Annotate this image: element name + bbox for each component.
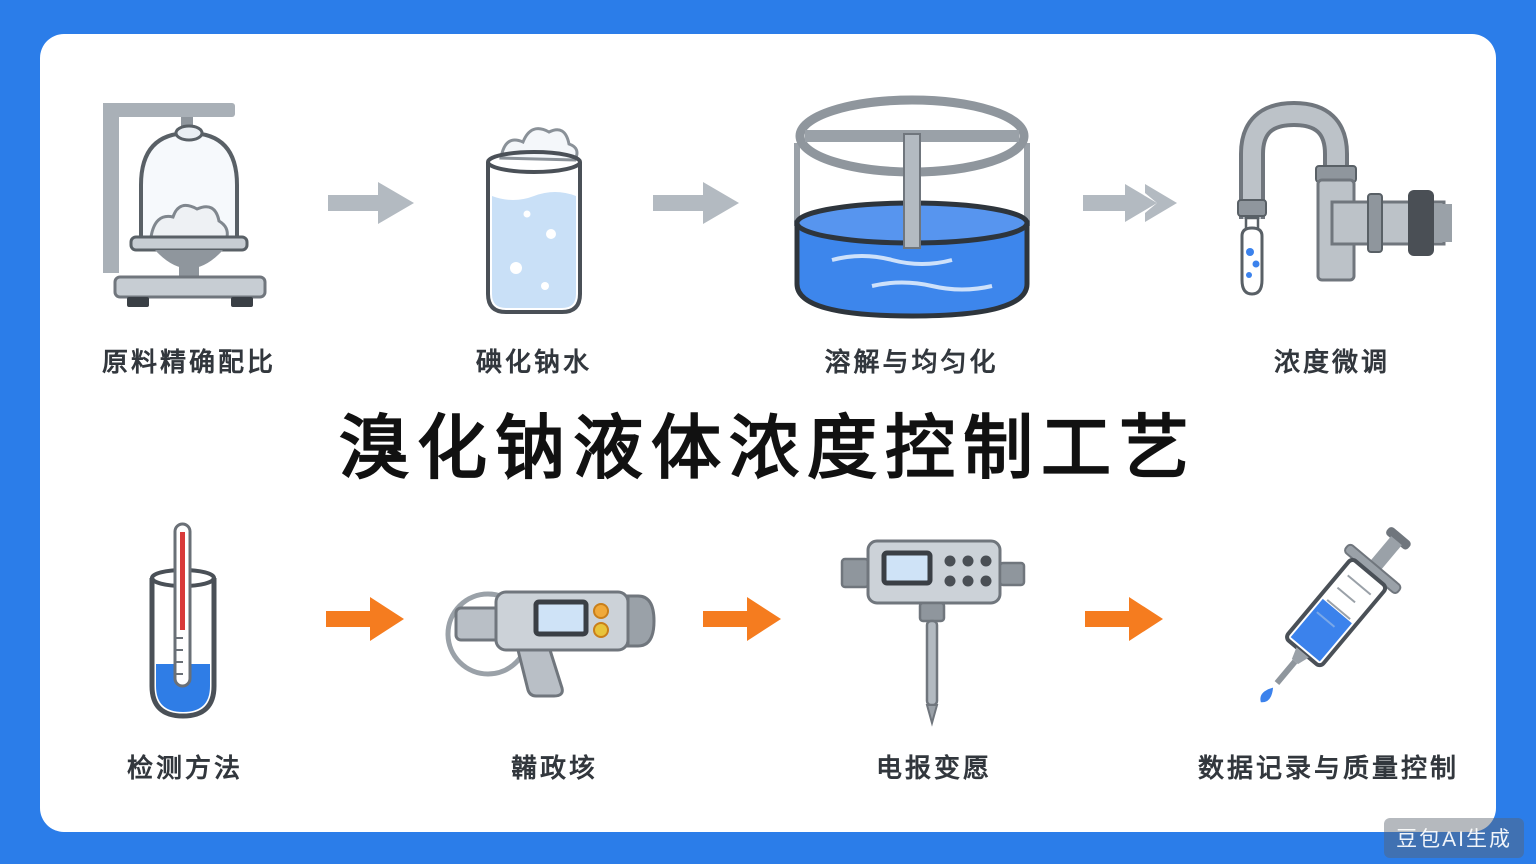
step-handheld-meter: 韛政垓 (412, 510, 697, 785)
syringe-icon (1171, 510, 1486, 728)
step-label: 韛政垓 (510, 753, 598, 783)
step-concentration-adjust: 浓度微调 (1185, 84, 1480, 379)
infographic-card: 原料精确配比 碘化钠水 (40, 34, 1496, 832)
test-tube-thermometer-icon (50, 510, 320, 728)
step-label: 检测方法 (126, 753, 243, 783)
electrode-transducer-icon (789, 510, 1079, 728)
pipe-valve-icon (1185, 84, 1480, 322)
page-title: 溴化钠液体浓度控制工艺 (339, 409, 1197, 487)
step-label: 浓度微调 (1273, 347, 1390, 377)
step-raw-material: 原料精确配比 (57, 84, 322, 379)
watermark-badge: 豆包AI生成 (1384, 818, 1524, 858)
arrow-right-icon (327, 84, 416, 322)
step-detection-method: 检测方法 (50, 510, 320, 785)
step-dissolving-tank: 溶解与均匀化 (747, 84, 1077, 379)
step-label: 电报变愿 (875, 753, 992, 783)
step-label: 数据记录与质量控制 (1197, 753, 1459, 783)
step-label: 碘化钠水 (475, 347, 592, 377)
step-label: 溶解与均匀化 (824, 347, 999, 377)
arrow-right-icon (652, 84, 741, 322)
arrow-right-icon (1085, 510, 1165, 728)
powder-beaker-icon (422, 84, 647, 322)
step-electrode-transducer: 电报变愿 (789, 510, 1079, 785)
arrow-right-icon (703, 510, 783, 728)
handheld-refractometer-icon (412, 510, 697, 728)
step-label: 原料精确配比 (101, 347, 276, 377)
top-process-row: 原料精确配比 碘化钠水 (40, 84, 1496, 379)
mixing-tank-icon (747, 84, 1077, 322)
balance-scale-icon (57, 84, 322, 322)
step-sodium-solution: 碘化钠水 (422, 84, 647, 379)
bottom-process-row: 检测方法 韛政垓 (40, 510, 1496, 785)
double-arrow-right-icon (1082, 84, 1179, 322)
step-data-record-qc: 数据记录与质量控制 (1171, 510, 1486, 785)
arrow-right-icon (326, 510, 406, 728)
